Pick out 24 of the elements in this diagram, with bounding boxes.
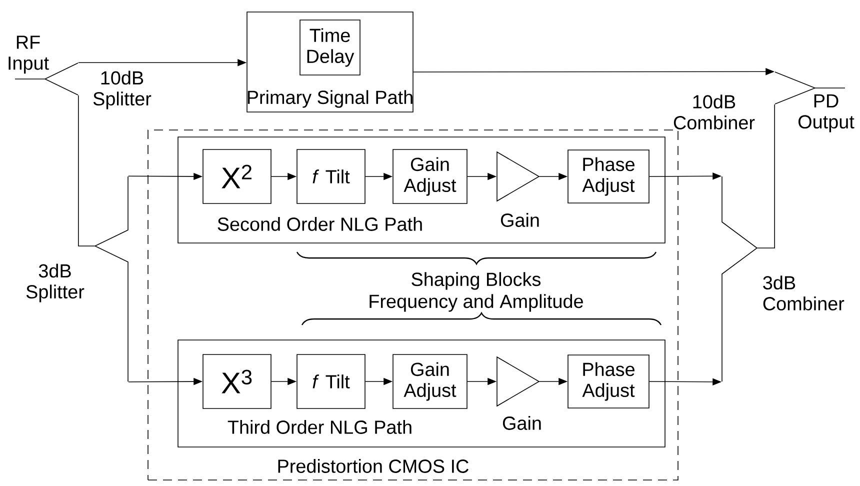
annotation-text: Shaping Blocks bbox=[412, 272, 541, 290]
symbol-caption: Gain bbox=[500, 213, 539, 227]
input-label: RF Input bbox=[8, 36, 49, 74]
function-box: Gain Adjust bbox=[392, 149, 468, 204]
function-box: f Tilt bbox=[296, 149, 366, 204]
function-box: Phase Adjust bbox=[568, 150, 650, 204]
connector-line bbox=[757, 104, 775, 248]
annotation-text: Frequency and Amplitude bbox=[370, 294, 583, 312]
function-box: X$^{2}$ bbox=[202, 149, 272, 204]
delay-box: Time Delay bbox=[300, 20, 360, 76]
combiner-symbol bbox=[722, 176, 758, 382]
symbol-caption: 3dB Combiner bbox=[763, 276, 844, 310]
symbol-caption: Gain bbox=[502, 416, 541, 430]
output-label: PD Output bbox=[798, 94, 854, 132]
function-box: Phase Adjust bbox=[568, 354, 650, 408]
symbol-caption: 10dB Combiner bbox=[674, 94, 755, 130]
connector-line bbox=[78, 95, 95, 246]
function-box: f Tilt bbox=[296, 354, 366, 409]
function-box: Gain Adjust bbox=[392, 354, 468, 409]
splitter-symbol bbox=[94, 176, 128, 382]
connector-line bbox=[14, 78, 45, 80]
symbol-caption: 10dB Splitter bbox=[93, 70, 152, 110]
function-box: X$^{3}$ bbox=[202, 354, 272, 409]
symbol-caption: 3dB Splitter bbox=[26, 264, 84, 302]
